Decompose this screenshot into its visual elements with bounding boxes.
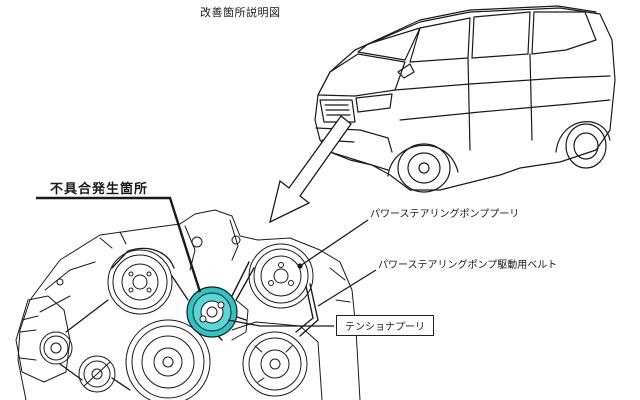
water-pump-pulley (107, 249, 173, 315)
ac-compressor (231, 321, 323, 400)
page-title: 改善箇所説明図 (200, 6, 281, 19)
defect-location-label: 不具合発生箇所 (50, 182, 149, 197)
leader-lines (36, 196, 377, 327)
power-steering-belt-label: パワーステアリングポンプ駆動用ベルト (378, 260, 558, 271)
tensioner-pulley-label: テンショナプーリ (336, 315, 434, 336)
power-steering-pump-pulley (248, 243, 314, 309)
zoom-arrow (269, 115, 352, 224)
crankshaft-pulley (125, 319, 211, 400)
engine-illustration (15, 209, 361, 400)
ps-belt-leader (317, 269, 377, 307)
tensioner-leader (227, 319, 334, 327)
power-steering-pulley-label: パワーステアリングポンププーリ (370, 209, 520, 220)
idler-pulley (78, 355, 116, 393)
ps-pulley-leader (297, 219, 369, 269)
alternator (15, 295, 73, 383)
tensioner-pulley-highlight (186, 286, 238, 338)
defect-leader (36, 196, 202, 293)
vehicle-illustration (314, 5, 616, 193)
